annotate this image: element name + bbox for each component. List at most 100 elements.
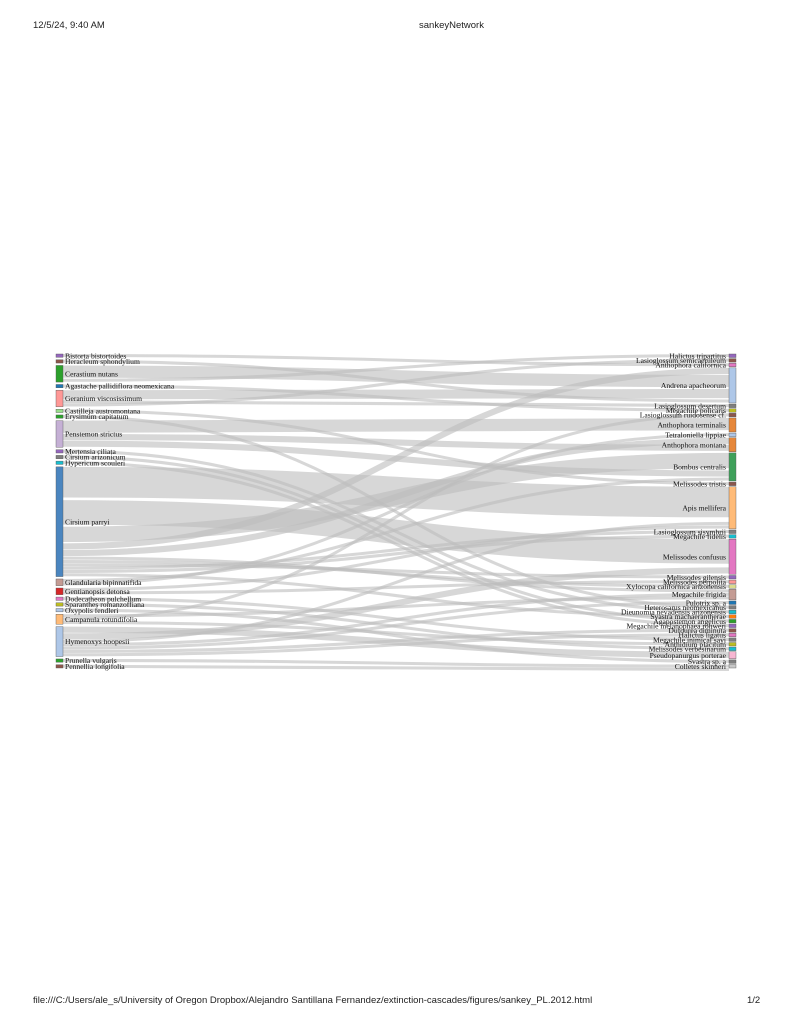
plant-node-gentianopsis-detonsa[interactable]	[55, 587, 64, 595]
plant-label-dodecatheon-pulchellum: Dodecatheon pulchellum	[65, 594, 141, 603]
plant-node-prunella-vulgaris[interactable]	[55, 658, 64, 663]
plant-node-cirsium-parryi[interactable]	[55, 466, 64, 577]
pollinator-label-lasioglossum-desertum: Lasioglossum desertum	[654, 401, 726, 410]
plant-label-agastache-pallidiflora-neomexicana: Agastache pallidiflora neomexicana	[65, 382, 175, 391]
link-agastache-pallidiflora-neomexicana-to-megachile-policaris[interactable]	[62, 384, 730, 412]
pollinator-node-anthophora-terminalis[interactable]	[728, 417, 737, 433]
plant-node-cerastium-nutans[interactable]	[55, 365, 64, 383]
link-hypericum-scouleri-to-megachile-melanophaea-rohweri[interactable]	[62, 461, 730, 628]
pollinator-node-colletes-skinneri[interactable]	[728, 664, 737, 669]
pollinator-label-dufourea-diminuta: Dufourea diminuta	[668, 626, 726, 635]
link-cirsium-parryi-to-xylocopa-californica-arizonensis[interactable]	[62, 559, 730, 588]
link-oxypolis-fendleri-to-svastra-sp-a[interactable]	[62, 608, 730, 663]
link-prunella-vulgaris-to-colletes-skinneri[interactable]	[62, 658, 730, 668]
link-cirsium-parryi-to-megachile-fidelis[interactable]	[62, 534, 730, 573]
pollinator-node-anthidium-placitum[interactable]	[728, 642, 737, 647]
pollinator-label-agapostemon-angelicus: Agapostemon angelicus	[653, 617, 726, 626]
link-campanula-rotundifolia-to-megachile-frigida[interactable]	[62, 596, 730, 618]
pollinator-node-heterosarus-neomexicanus[interactable]	[728, 605, 737, 610]
pollinator-node-pseudopanurgus-porterae[interactable]	[728, 651, 737, 659]
link-hymenoxys-hoopesii-to-dufourea-diminuta[interactable]	[62, 628, 730, 653]
plant-node-agastache-pallidiflora-neomexicana[interactable]	[55, 384, 64, 389]
pollinator-label-megachile-frigida: Megachile frigida	[672, 590, 727, 599]
plant-label-castilleja-austromontana: Castilleja austromontana	[65, 406, 141, 415]
link-penstemon-strictus-to-anthophora-montana[interactable]	[62, 433, 730, 451]
link-campanula-rotundifolia-to-anthidium-placitum[interactable]	[62, 620, 730, 646]
link-bistorta-bistortoides-to-anthophora-californica[interactable]	[62, 354, 730, 367]
link-geranium-viscosissimum-to-andrena-apacheorum[interactable]	[62, 388, 730, 400]
pollinator-node-dieunomia-nevadensis-arizonensis[interactable]	[728, 610, 737, 614]
pollinator-node-svastra-sp-a[interactable]	[728, 659, 737, 664]
pollinator-node-agapostemon-angelicus[interactable]	[728, 619, 737, 624]
link-castilleja-austromontana-to-melissodes-tristis[interactable]	[62, 409, 730, 486]
pollinator-node-halictus-ligatus[interactable]	[728, 633, 737, 637]
link-dodecatheon-pulchellum-to-megachile-inimical-sayi[interactable]	[62, 597, 730, 641]
pollinator-node-melissodes-verbesinarum[interactable]	[728, 646, 737, 651]
plant-label-heracleum-sphondylium: Heracleum sphondylium	[65, 357, 140, 366]
pollinator-node-anthophora-montana[interactable]	[728, 437, 737, 452]
pollinator-node-pulotrix-sp-a[interactable]	[728, 600, 737, 605]
pollinator-node-tetraloniella-lippiae[interactable]	[728, 432, 737, 437]
pollinator-node-halictus-tripartitus[interactable]	[728, 353, 737, 358]
pollinator-node-megachile-policaris[interactable]	[728, 408, 737, 413]
plant-node-dodecatheon-pulchellum[interactable]	[55, 596, 64, 601]
plant-label-glandularia-bipinnatifida: Glandularia bipinnatifida	[65, 578, 142, 587]
plant-node-castilleja-austromontana[interactable]	[55, 409, 64, 413]
plant-node-cirsium-arizonicum[interactable]	[55, 455, 64, 459]
pollinator-node-melissodes-gilensis[interactable]	[728, 575, 737, 580]
plant-node-hypericum-scouleri[interactable]	[55, 460, 64, 465]
plant-node-bistorta-bistortoides[interactable]	[55, 353, 64, 358]
link-erysimum-capitatum-to-heterosarus-neomexicanus[interactable]	[62, 414, 730, 609]
link-sparanthes-romanzoffiana-to-melissodes-verbesinarum[interactable]	[62, 602, 730, 651]
link-heracleum-sphondylium-to-andrena-apacheorum[interactable]	[62, 359, 730, 403]
link-glandularia-bipinnatifida-to-tetraloniella-lippiae[interactable]	[62, 433, 730, 586]
pollinator-label-pseudopanurgus-porterae: Pseudopanurgus porterae	[650, 651, 727, 660]
link-gentianopsis-detonsa-to-apis-mellifera[interactable]	[62, 525, 730, 592]
plant-node-hymenoxys-hoopesii[interactable]	[55, 626, 64, 657]
link-hymenoxys-hoopesii-to-melissodes-confusus[interactable]	[62, 567, 730, 640]
print-timestamp: 12/5/24, 9:40 AM	[33, 20, 105, 31]
link-cirsium-parryi-to-lasioglossum-sisymbrii[interactable]	[62, 529, 730, 570]
link-cerastium-nutans-to-andrena-apacheorum[interactable]	[62, 365, 730, 388]
plant-node-campanula-rotundifolia[interactable]	[55, 614, 64, 625]
pollinator-label-andrena-apacheorum: Andrena apacheorum	[661, 381, 726, 390]
pollinator-node-svastra-machaerantherae[interactable]	[728, 614, 737, 619]
plant-node-erysimum-capitatum[interactable]	[55, 414, 64, 419]
plant-node-glandularia-bipinnatifida[interactable]	[55, 578, 64, 586]
pollinator-node-megachile-frigida[interactable]	[728, 589, 737, 601]
link-gentianopsis-detonsa-to-melissodes-perpolita[interactable]	[62, 580, 730, 595]
plant-node-penstemon-strictus[interactable]	[55, 420, 64, 448]
pollinator-node-megachile-inimical-sayi[interactable]	[728, 637, 737, 642]
plant-node-pennellia-longifolia[interactable]	[55, 664, 64, 669]
plant-node-oxypolis-fendleri[interactable]	[55, 608, 64, 613]
plant-label-penstemon-strictus: Penstemon strictus	[65, 430, 122, 439]
link-cirsium-arizonicum-to-agapostemon-angelicus[interactable]	[62, 455, 730, 623]
pollinator-node-megachile-melanophaea-rohweri[interactable]	[728, 623, 737, 628]
pollinator-node-melissodes-perpolita[interactable]	[728, 579, 737, 584]
pollinator-node-lasioglossum-ruidosense-cf[interactable]	[728, 413, 737, 418]
file-url[interactable]: file:///C:/Users/ale_s/University of Ore…	[33, 995, 593, 1006]
plant-node-heracleum-sphondylium[interactable]	[55, 359, 64, 364]
plant-label-cirsium-arizonicum: Cirsium arizonicum	[65, 453, 126, 462]
link-cerastium-nutans-to-halictus-tripartitus[interactable]	[62, 354, 730, 382]
pollinator-node-dufourea-diminuta[interactable]	[728, 628, 737, 633]
pollinator-label-dieunomia-nevadensis-arizonensis: Dieunomia nevadensis arizonensis	[621, 608, 726, 617]
pollinator-node-apis-mellifera[interactable]	[728, 486, 737, 530]
pollinator-node-lasioglossum-semicaeruleum[interactable]	[728, 358, 737, 363]
plant-node-geranium-viscosissimum[interactable]	[55, 390, 64, 408]
pollinator-node-melissodes-tristis[interactable]	[728, 481, 737, 486]
plant-label-campanula-rotundifolia: Campanula rotundifolia	[65, 615, 138, 624]
plant-node-mertensia-ciliata[interactable]	[55, 449, 64, 454]
pollinator-node-xylocopa-californica-arizonensis[interactable]	[728, 584, 737, 589]
pollinator-node-lasioglossum-desertum[interactable]	[728, 403, 737, 408]
pollinator-node-melissodes-confusus[interactable]	[728, 539, 737, 575]
link-mertensia-ciliata-to-dieunomia-nevadensis-arizonensis[interactable]	[62, 449, 730, 614]
link-penstemon-strictus-to-bombus-centralis[interactable]	[62, 440, 730, 477]
plant-node-sparanthes-romanzoffiana[interactable]	[55, 602, 64, 607]
pollinator-node-andrena-apacheorum[interactable]	[728, 367, 737, 404]
link-pennellia-longifolia-to-colletes-skinneri[interactable]	[62, 664, 730, 672]
pollinator-node-lasioglossum-sisymbrii[interactable]	[728, 529, 737, 534]
pollinator-node-megachile-fidelis[interactable]	[728, 534, 737, 539]
pollinator-node-bombus-centralis[interactable]	[728, 452, 737, 482]
pollinator-node-anthophora-californica[interactable]	[728, 363, 737, 367]
